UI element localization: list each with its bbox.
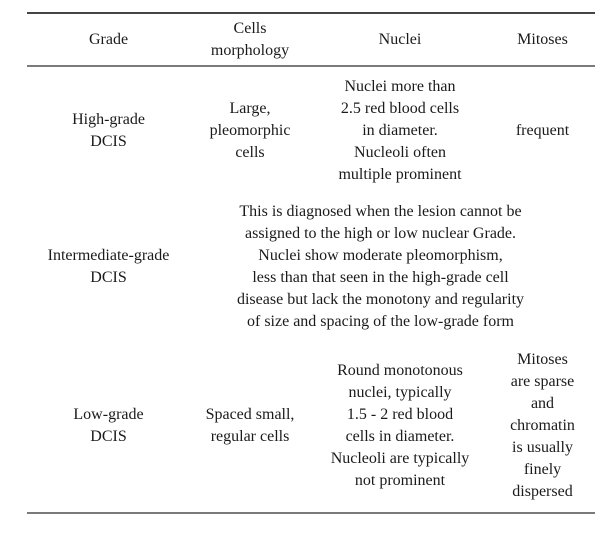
cell-cells-morphology: Large, pleomorphic cells xyxy=(209,99,291,161)
cell-mitoses: Mitoses are sparse and chromatin is usua… xyxy=(510,350,575,500)
cell-cells-morphology: Spaced small, regular cells xyxy=(205,405,295,445)
table-row-intermediate-grade: Intermediate-grade DCIS This is diagnose… xyxy=(27,194,595,339)
col-header-cells-morphology: Cells morphology xyxy=(210,19,290,59)
col-header-mitoses: Mitoses xyxy=(517,30,568,48)
cell-mitoses: frequent xyxy=(515,121,570,139)
cell-grade: Intermediate-grade DCIS xyxy=(47,246,170,286)
dcis-grading-table: Grade Cells morphology Nuclei Mitoses Hi… xyxy=(27,12,595,514)
cell-nuclei: Nuclei more than 2.5 red blood cells in … xyxy=(338,77,462,183)
header-row: Grade Cells morphology Nuclei Mitoses xyxy=(27,13,595,66)
col-header-grade: Grade xyxy=(88,30,129,48)
cell-merged-description: This is diagnosed when the lesion cannot… xyxy=(236,202,525,330)
cell-nuclei: Round monotonous nuclei, typically 1.5 -… xyxy=(330,361,470,489)
table-body: High-grade DCIS Large, pleomorphic cells… xyxy=(27,66,595,513)
cell-grade: Low-grade DCIS xyxy=(73,405,144,445)
table-row-high-grade: High-grade DCIS Large, pleomorphic cells… xyxy=(27,66,595,194)
col-header-nuclei: Nuclei xyxy=(378,30,422,48)
table-row-low-grade: Low-grade DCIS Spaced small, regular cel… xyxy=(27,339,595,513)
table-header: Grade Cells morphology Nuclei Mitoses xyxy=(27,13,595,66)
cell-grade: High-grade DCIS xyxy=(72,110,145,150)
